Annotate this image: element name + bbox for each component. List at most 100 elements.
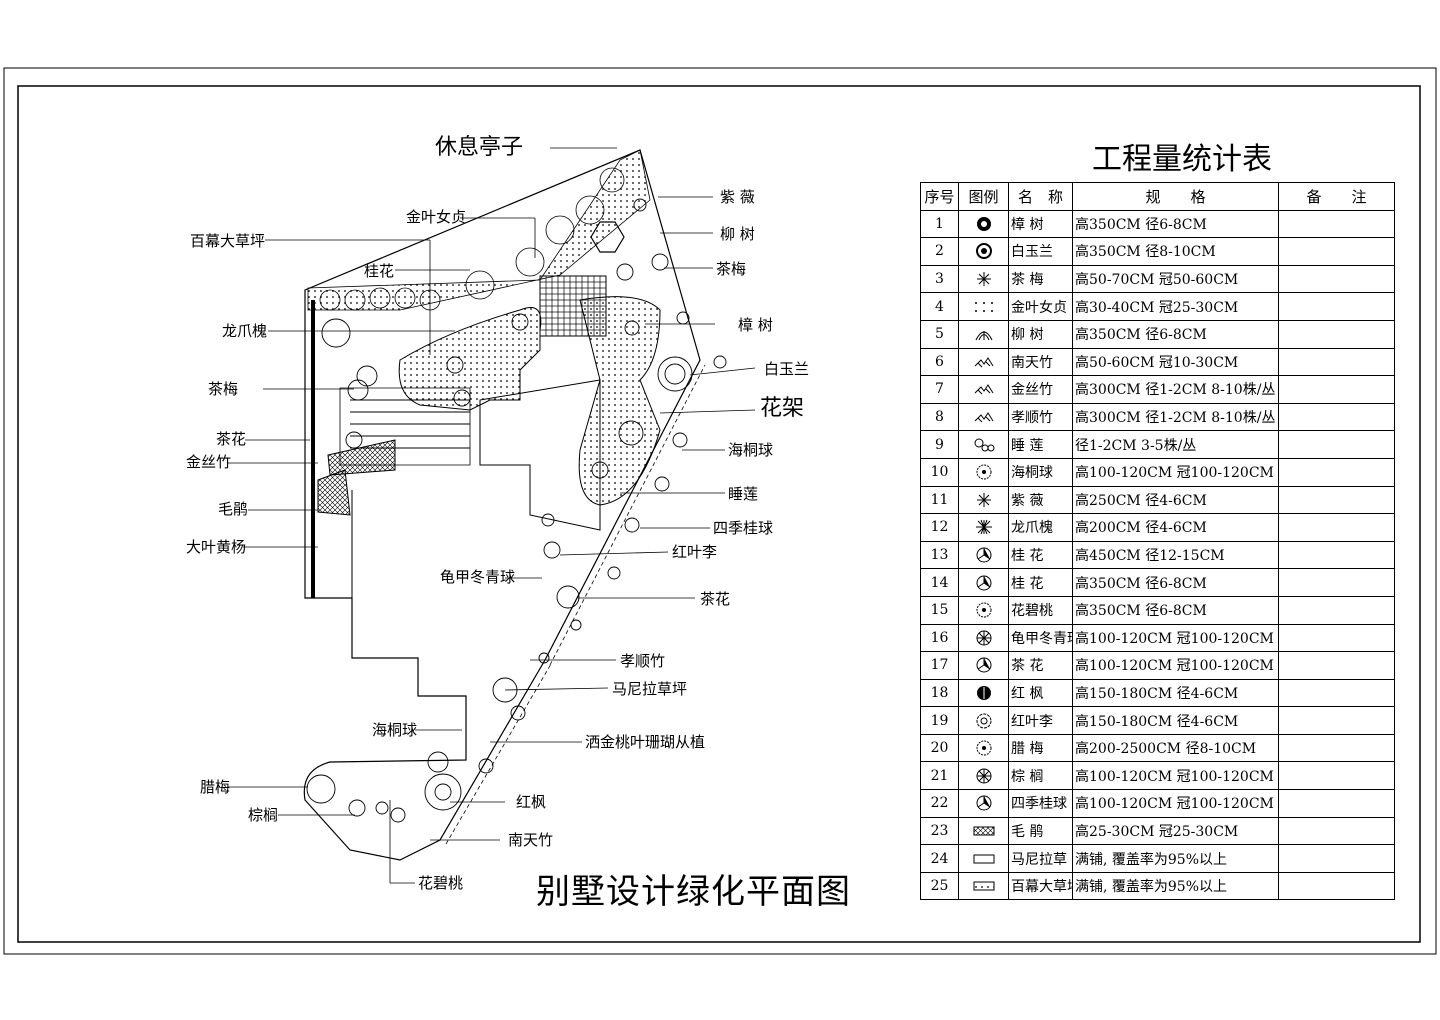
table-row: 16龟甲冬青球高100-120CM 冠100-120CM [920,623,1395,653]
row-number: 4 [920,292,959,321]
willow-icon [958,319,1009,349]
plant-note [1278,733,1395,763]
empty-rect-icon [958,844,1009,873]
plant-spec: 高100-120CM 冠100-120CM [1072,651,1279,680]
label-sajin: 洒金桃叶珊瑚从植 [585,733,706,751]
plant-name: 茶 梅 [1008,264,1073,294]
plant-spec: 高100-120CM 冠100-120CM [1072,623,1279,653]
label-huajia: 花架 [760,396,805,421]
plant-note [1278,237,1395,266]
wheel-icon [958,623,1009,653]
label-zhangshu: 樟 树 [738,316,773,334]
plant-note [1278,816,1395,846]
hedge-line [439,659,552,845]
dotted-rect-icon [958,871,1009,901]
plant-note [1278,513,1395,542]
row-number: 24 [920,844,959,873]
label-shuilian: 睡莲 [728,485,759,503]
bamboo-clump-icon [958,402,1009,432]
plant-spec: 高150-180CM 径4-6CM [1072,706,1279,735]
plant-note [1278,264,1395,294]
plant-spec: 高50-70CM 冠50-60CM [1072,264,1279,294]
table-row: 13 桂 花高450CM 径12-15CM [920,540,1395,570]
plant-note [1278,540,1395,570]
garden-bed [398,307,542,411]
plant-spec: 高350CM 径6-8CM [1072,209,1279,239]
garden-bed [578,296,661,506]
label-ziwei: 紫 薇 [720,188,755,206]
dot-pattern-icon [958,292,1009,321]
label-hongyeli: 红叶李 [672,543,718,561]
plant-spec: 满铺, 覆盖率为95%以上 [1072,871,1279,901]
plant-spec: 高450CM 径12-15CM [1072,540,1279,570]
header-no: 序号 [920,182,959,211]
header-note: 备 注 [1278,182,1395,211]
label-dayehuangyang: 大叶黄杨 [186,538,247,556]
scalloped-circle-icon [958,733,1009,763]
label-lamei: 腊梅 [200,778,231,796]
plant-note [1278,651,1395,680]
label-maojuan: 毛鹃 [218,500,249,518]
row-number: 19 [920,706,959,735]
plant-spec: 高300CM 径1-2CM 8-10株/丛 [1072,402,1279,432]
header-icon: 图例 [958,182,1009,211]
plant-name: 睡 莲 [1008,430,1073,459]
plant-note [1278,844,1395,873]
plant-note [1278,375,1395,404]
plant-note [1278,761,1395,791]
bamboo-clump-icon [958,375,1009,404]
shrub-star-icon [958,264,1009,294]
paving [539,275,607,337]
star-burst-icon [958,485,1009,515]
tree-circle-dark-icon [958,209,1009,239]
drawing-title: 别墅设计绿化平面图 [536,872,851,912]
plant-name: 桂 花 [1008,540,1073,570]
flower-circle-icon [958,706,1009,735]
building-outline [339,379,601,598]
plant-note [1278,457,1395,487]
segmented-circle-icon [958,540,1009,570]
plant-name: 南天竹 [1008,347,1073,377]
plant-name: 柳 树 [1008,319,1073,349]
plant-name: 孝顺竹 [1008,402,1073,432]
plant-spec: 高200-2500CM 径8-10CM [1072,733,1279,763]
row-number: 16 [920,623,959,653]
label-guijiadongqingqiu: 龟甲冬青球 [440,568,516,586]
label-sijiguiqiu: 四季桂球 [713,519,774,537]
scalloped-circle-icon [958,595,1009,625]
plant-name: 茶 花 [1008,651,1073,680]
table-title: 工程量统计表 [1092,142,1272,177]
row-number: 9 [920,430,959,459]
row-number: 23 [920,816,959,846]
plant-note [1278,678,1395,708]
plant-name: 棕 榈 [1008,761,1073,791]
row-number: 15 [920,595,959,625]
label-chamei-left: 茶梅 [208,380,239,398]
label-chahua-right: 茶花 [700,590,731,608]
segmented-circle-icon [958,651,1009,680]
row-number: 13 [920,540,959,570]
plant-name: 马尼拉草 [1008,844,1073,873]
label-zonglv: 棕榈 [248,806,279,824]
shrub-ball-icon [958,457,1009,487]
label-baiyulan: 白玉兰 [764,360,810,378]
plant-note [1278,347,1395,377]
plant-name: 金丝竹 [1008,375,1073,404]
label-haitongqiu-right: 海桐球 [728,441,774,459]
row-number: 25 [920,871,959,901]
plant-name: 白玉兰 [1008,237,1073,266]
dark-circle-icon [958,678,1009,708]
plant-spec: 高350CM 径6-8CM [1072,319,1279,349]
plant-name: 百幕大草坪 [1008,871,1073,901]
